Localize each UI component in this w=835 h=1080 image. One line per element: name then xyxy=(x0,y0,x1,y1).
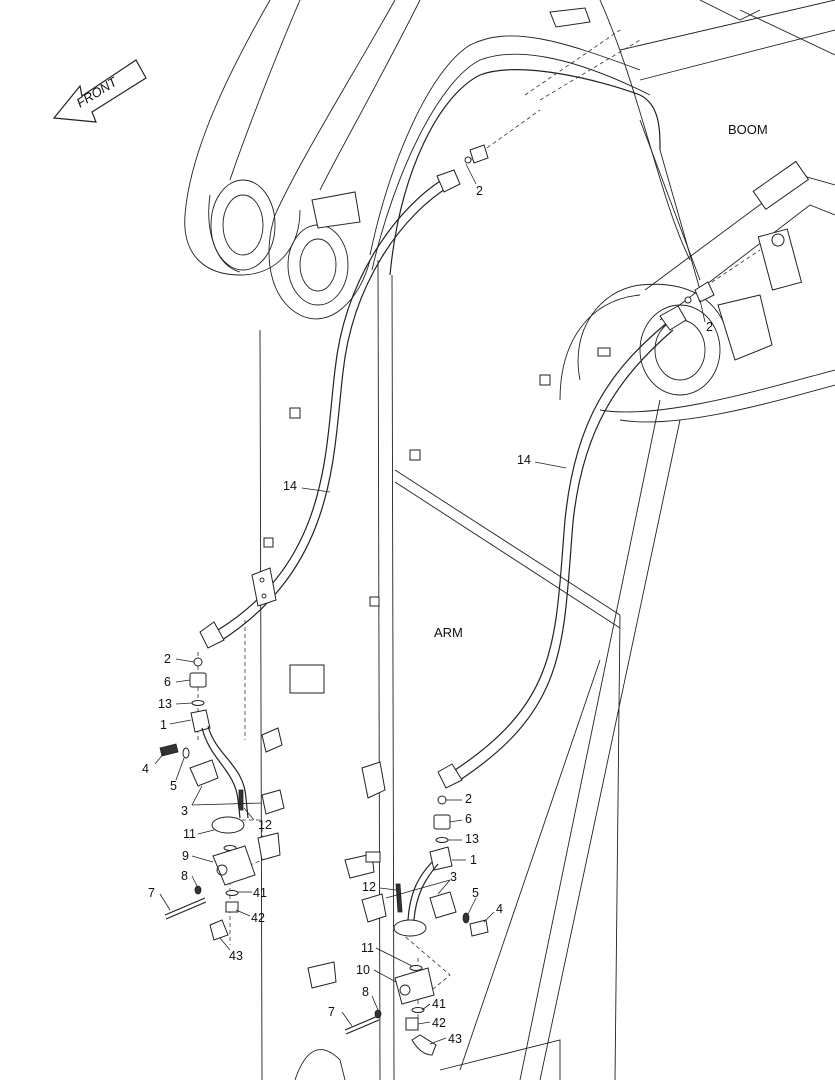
callout-2-top-left: 2 xyxy=(476,184,483,198)
callout-13-right: 13 xyxy=(465,832,479,846)
dashed-routes xyxy=(197,29,761,1030)
callout-43-left: 43 xyxy=(229,949,243,963)
callout-43-right: 43 xyxy=(448,1032,462,1046)
callout-1-left: 1 xyxy=(160,718,167,732)
front-arrow: FRONT xyxy=(52,59,147,123)
right-hose-assembly xyxy=(307,281,715,1056)
callout-11-left: 11 xyxy=(183,827,196,841)
callout-9-left: 9 xyxy=(182,849,189,863)
callout-3-right: 3 xyxy=(450,870,457,884)
callout-5-left: 5 xyxy=(170,779,177,793)
callout-6-right: 6 xyxy=(465,812,472,826)
callout-7-left: 7 xyxy=(148,886,155,900)
callout-10-right: 10 xyxy=(356,963,370,977)
callout-13-left: 13 xyxy=(158,697,172,711)
callout-8-left: 8 xyxy=(181,869,188,883)
callout-42-right: 42 xyxy=(432,1016,446,1030)
callout-4-right: 4 xyxy=(496,902,503,916)
left-callouts: 2 14 2 6 13 1 4 5 3 12 11 9 8 41 7 42 43 xyxy=(142,184,483,963)
boom-label: BOOM xyxy=(728,122,768,137)
callout-6-left: 6 xyxy=(164,675,171,689)
callout-3-left: 3 xyxy=(181,804,188,818)
callout-4-left: 4 xyxy=(142,762,149,776)
callout-12-right: 12 xyxy=(362,880,376,894)
callout-42-left: 42 xyxy=(251,911,265,925)
leader-lines xyxy=(154,163,706,1045)
callout-5-right: 5 xyxy=(472,886,479,900)
callout-14-left: 14 xyxy=(283,479,297,493)
callout-14-right: 14 xyxy=(517,453,531,467)
callout-8-right: 8 xyxy=(362,985,369,999)
callout-2-top-right: 2 xyxy=(706,320,713,334)
right-callouts: 2 14 2 6 13 1 3 12 5 4 11 10 8 7 41 42 4… xyxy=(328,320,713,1046)
arm-structure xyxy=(184,0,835,1080)
left-hose-assembly xyxy=(159,144,489,941)
callout-11-right: 11 xyxy=(361,941,374,955)
callout-7-right: 7 xyxy=(328,1005,335,1019)
arm-label: ARM xyxy=(434,625,463,640)
callout-2-left: 2 xyxy=(164,652,171,666)
callout-2-right: 2 xyxy=(465,792,472,806)
callout-41-right: 41 xyxy=(432,997,446,1011)
callout-12-left: 12 xyxy=(258,818,272,832)
callout-1-right: 1 xyxy=(470,853,477,867)
callout-41-left: 41 xyxy=(253,886,267,900)
